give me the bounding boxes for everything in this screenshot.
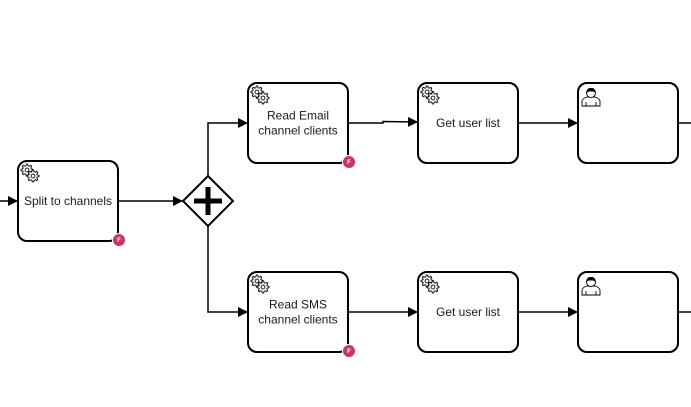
sequence-flow-parallel-gateway-to-read-sms[interactable] <box>207 226 248 317</box>
gear-icon <box>426 280 440 294</box>
svg-text:F: F <box>347 160 351 166</box>
service-task-icon <box>20 163 40 183</box>
task-box[interactable] <box>17 160 119 242</box>
service-task-icon <box>420 274 440 294</box>
task-box[interactable] <box>577 271 679 353</box>
gear-icon <box>256 280 270 294</box>
svg-text:F: F <box>117 238 121 244</box>
task-label: Get user list <box>436 305 501 319</box>
task-get-users-top[interactable]: Get user list <box>417 82 519 164</box>
task-label: Get user list <box>436 116 501 130</box>
task-box[interactable] <box>577 82 679 164</box>
task-user-top[interactable] <box>577 82 679 164</box>
user-task-icon <box>581 87 601 107</box>
fault-badge: F <box>342 344 356 358</box>
task-label: Read SMS <box>269 298 327 312</box>
gear-icon <box>426 91 440 105</box>
task-label: Split to channels <box>24 194 112 208</box>
task-get-users-bottom[interactable]: Get user list <box>417 271 519 353</box>
fault-badge: F <box>342 155 356 169</box>
sequence-flow-parallel-gateway-to-read-email[interactable] <box>207 118 248 176</box>
service-task-icon <box>250 85 270 105</box>
task-box[interactable] <box>247 82 349 164</box>
svg-text:F: F <box>347 349 351 355</box>
fault-badge: F <box>112 233 126 247</box>
task-label: Read Email <box>267 109 329 123</box>
user-task-icon <box>581 276 601 296</box>
parallel-gateway[interactable] <box>181 174 235 228</box>
task-label: channel clients <box>258 313 337 327</box>
task-label: channel clients <box>258 124 337 138</box>
task-box[interactable] <box>417 82 519 164</box>
sequence-flow-read-email-to-get-users-top[interactable] <box>348 116 418 127</box>
task-box[interactable] <box>247 271 349 353</box>
service-task-icon <box>420 85 440 105</box>
gear-icon <box>256 91 270 105</box>
task-box[interactable] <box>417 271 519 353</box>
service-task-icon <box>250 274 270 294</box>
gear-icon <box>26 169 40 183</box>
plus-icon <box>194 187 222 215</box>
task-user-bottom[interactable] <box>577 271 679 353</box>
